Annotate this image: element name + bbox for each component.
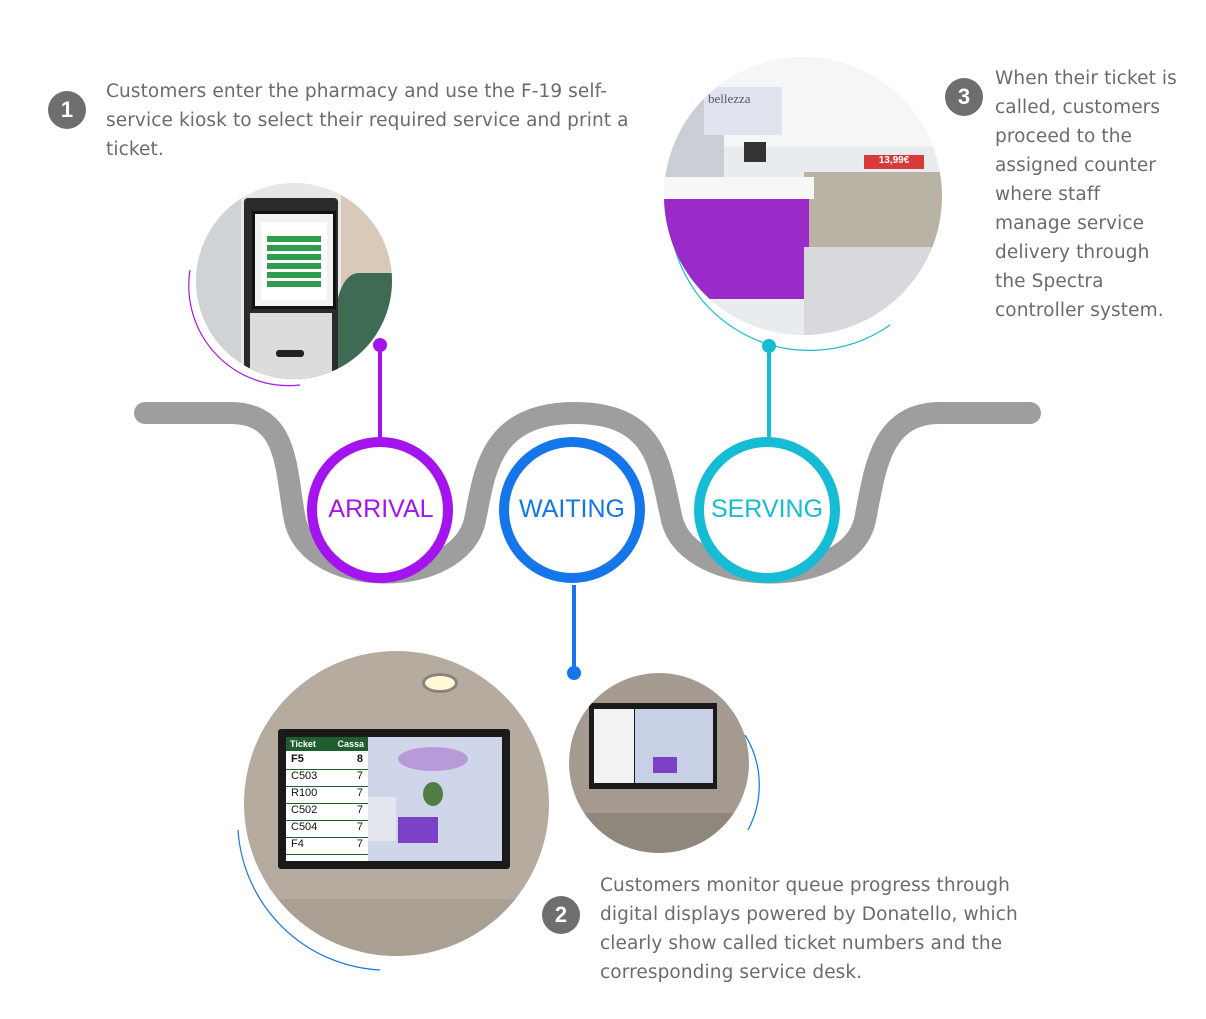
kiosk-menu-button xyxy=(267,236,321,242)
kiosk-wall-left xyxy=(196,183,241,379)
kiosk-menu-button xyxy=(267,272,321,278)
table-header-ticket: Ticket xyxy=(290,739,316,749)
small-wall-lower xyxy=(569,813,749,853)
store-sign: bellezza xyxy=(704,87,782,135)
queue-desk-number: 8 xyxy=(356,753,363,765)
kiosk-screen-menu xyxy=(261,222,327,300)
queue-table-row: F5 8 xyxy=(286,753,368,770)
stage-label-serving: SERVING xyxy=(710,495,824,523)
queue-table-row: R100 7 xyxy=(286,787,368,804)
arrival-ring xyxy=(307,437,453,583)
queue-table-row: C504 7 xyxy=(286,821,368,838)
ceiling-light xyxy=(422,673,458,693)
step-badge-1: 1 xyxy=(48,91,86,129)
kiosk-screen xyxy=(252,211,336,309)
store-counter-front xyxy=(664,199,809,299)
kiosk-menu-list xyxy=(267,236,321,290)
step-text-2: Customers monitor queue progress through… xyxy=(600,875,1018,983)
store-aisle-shelves xyxy=(804,172,942,252)
kiosk-photo xyxy=(196,183,392,379)
queue-desk-number: 7 xyxy=(356,804,363,816)
serving-ring xyxy=(694,437,840,583)
display-table-header: Ticket Cassa xyxy=(286,737,368,751)
stage-label-arrival: ARRIVAL xyxy=(328,495,434,523)
small-display-scene xyxy=(635,709,713,783)
store-photo: bellezza 13,99€ xyxy=(664,57,942,335)
queue-ticket-number: C503 xyxy=(291,770,318,782)
queue-ticket-number: F5 xyxy=(291,753,304,765)
kiosk-menu-button xyxy=(267,245,321,251)
queue-ticket-number: F4 xyxy=(291,838,304,850)
kiosk-ticket-slot xyxy=(276,350,304,357)
track-path xyxy=(134,402,1041,584)
display-store-scene xyxy=(368,737,502,861)
store-monitor xyxy=(744,142,766,162)
scene-shelves xyxy=(368,797,396,841)
queue-desk-number: 7 xyxy=(356,821,363,833)
queue-table-row: C503 7 xyxy=(286,770,368,787)
display-photo-arc-right xyxy=(744,734,760,831)
queue-ticket-number: C504 xyxy=(291,821,318,833)
queue-table-row: F4 7 xyxy=(286,838,368,855)
wall-lower xyxy=(244,899,549,956)
scene-counter xyxy=(398,817,438,843)
queue-desk-number: 7 xyxy=(356,838,363,850)
queue-table-row: C502 7 xyxy=(286,804,368,821)
waiting-connector-dot xyxy=(567,666,581,680)
kiosk-lower-panel xyxy=(250,313,332,379)
serving-connector-dot xyxy=(762,339,776,353)
small-scene-counter xyxy=(653,757,677,773)
queue-ticket-number: C502 xyxy=(291,804,318,816)
step-badge-3: 3 xyxy=(945,78,983,116)
waiting-ring xyxy=(499,437,645,583)
table-header-cassa: Cassa xyxy=(337,739,364,749)
kiosk-menu-button xyxy=(267,254,321,260)
queue-desk-number: 7 xyxy=(356,770,363,782)
kiosk-plant xyxy=(336,273,392,379)
queue-display-photo-small xyxy=(569,673,749,853)
step-text-1: Customers enter the pharmacy and use the… xyxy=(106,81,629,160)
store-counter-top xyxy=(664,177,814,199)
stage-label-waiting: WAITING xyxy=(518,495,625,523)
scene-ceiling xyxy=(398,747,468,771)
queue-ticket-number: R100 xyxy=(291,787,318,799)
kiosk-menu-button xyxy=(267,281,321,287)
store-price-banner: 13,99€ xyxy=(864,155,924,169)
kiosk-menu-button xyxy=(267,263,321,269)
store-floor xyxy=(804,247,942,335)
queue-desk-number: 7 xyxy=(356,787,363,799)
step-text-3: When their ticket is called, customers p… xyxy=(995,68,1177,321)
small-display-table xyxy=(594,709,634,783)
scene-plant xyxy=(423,782,443,806)
